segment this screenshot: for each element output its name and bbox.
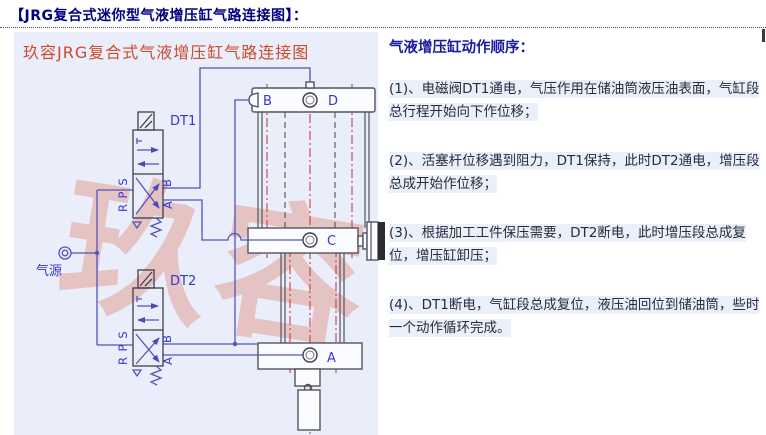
spring-icon — [149, 365, 163, 386]
sequence-step-2: (2)、活塞杆位移遇到阻力，DT1保持，此时DT2通电，增压段总成开始作位移； — [389, 150, 763, 196]
dt2-port-a: A — [161, 357, 175, 365]
dt2-port-b: B — [160, 335, 174, 343]
exhaust-icon — [131, 369, 143, 378]
air-source-icon — [58, 246, 72, 260]
diagram-title: 玖容JRG复合式气液增压缸气路连接图 — [23, 43, 310, 62]
dt2-port-r: R — [116, 357, 130, 365]
junction-dot — [232, 341, 238, 347]
solenoid-icon — [137, 269, 155, 289]
diagram-panel: 玖容 玖容JRG复合式气液增压缸气路连接图 — [14, 32, 385, 435]
booster-cylinder: B D C A — [247, 81, 385, 431]
cyl-port-a-label: A — [327, 351, 336, 366]
sequence-step-3: (3)、根据加工工件保压需要，DT2断电，此时增压段总成复位，增压缸卸压； — [389, 222, 763, 268]
gauge — [357, 221, 385, 261]
line-dt1a-to-c — [163, 199, 303, 241]
step-text: (1)、电磁阀DT1通电，气压作用在储油筒液压油表面，气缸段总行程开始向下作位移… — [389, 80, 760, 121]
sequence-step-4: (4)、DT1断电，气缸段总成复位，液压油回位到储油筒，些时一个动作循环完成。 — [389, 294, 763, 340]
rod-reducer — [294, 368, 321, 387]
spring-icon — [149, 217, 163, 238]
edge-mark — [762, 29, 765, 42]
page-title: 【JRG复合式迷你型气液增压缸气路连接图】： — [10, 8, 308, 24]
valve-dt2: DT2 S P R B A — [116, 269, 196, 386]
cyl-port-b-label: B — [263, 94, 272, 109]
valve-dt1: DT1 S P R B A — [116, 111, 196, 238]
sequence-step-1: (1)、电磁阀DT1通电，气压作用在储油筒液压油表面，气缸段总行程开始向下作位移… — [389, 78, 763, 124]
circuit-lines — [58, 67, 311, 356]
dt1-port-a: A — [161, 201, 175, 209]
port-b-fitting — [248, 92, 259, 108]
dt1-port-b: B — [160, 179, 174, 187]
step-text: (3)、根据加工工件保压需要，DT2断电，此时增压段总成复位，增压缸卸压； — [389, 224, 746, 265]
solenoid-icon — [137, 111, 155, 131]
dotted-separator — [0, 27, 766, 28]
bottom-flange — [257, 342, 363, 370]
step-text: (2)、活塞杆位移遇到阻力，DT1保持，此时DT2通电，增压段总成开始作位移； — [389, 152, 760, 193]
dt2-port-p: P — [116, 344, 130, 351]
dt2-port-s: S — [116, 331, 130, 338]
piston-rod — [297, 389, 321, 431]
port-d-fitting — [305, 81, 315, 89]
cyl-port-c-label: C — [327, 234, 336, 249]
dt1-port-s: S — [116, 178, 130, 185]
dt1-port-r: R — [116, 204, 130, 212]
step-text: (4)、DT1断电，气缸段总成复位，液压油回位到储油筒，些时一个动作循环完成。 — [389, 296, 760, 337]
air-source-label: 气源 — [36, 263, 62, 279]
dt1-port-p: P — [116, 191, 130, 198]
cyl-port-d-label: D — [328, 94, 338, 109]
pneumatic-circuit-diagram: B D C A 气源 — [36, 67, 385, 434]
line-dt2b-to-topb — [234, 99, 249, 344]
line-dt1b-to-d — [163, 67, 311, 189]
valve-dt1-name: DT1 — [170, 114, 196, 129]
sequence-heading: 气液增压缸动作顺序： — [389, 40, 534, 56]
gauge-cap — [378, 222, 385, 260]
valve-dt2-name: DT2 — [170, 274, 196, 289]
exhaust-icon — [131, 221, 143, 230]
